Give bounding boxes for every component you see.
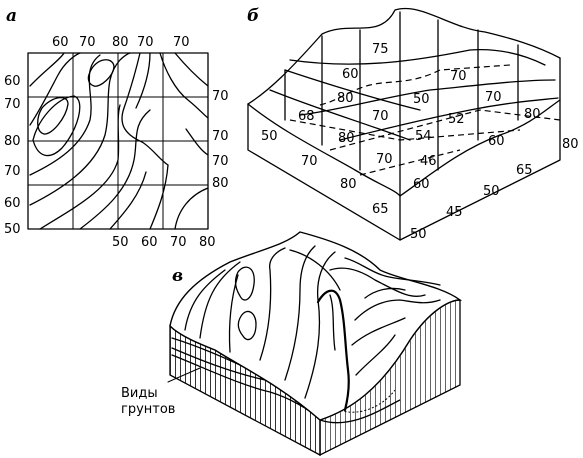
block-b-label: 60 <box>488 134 505 149</box>
block-b-label: 70 <box>376 152 393 167</box>
block-b-label: 65 <box>372 202 389 217</box>
map-left-label: 60 <box>4 196 21 211</box>
map-labels-bottom: 50 60 70 80 <box>112 235 216 250</box>
block-b-label: 52 <box>448 112 465 127</box>
map-top-label: 70 <box>137 35 154 50</box>
map-left-label: 50 <box>4 222 21 237</box>
block-b-label: 80 <box>340 177 357 192</box>
map-right-label: 70 <box>212 129 229 144</box>
map-left-label: 60 <box>4 74 21 89</box>
block-b-grid <box>269 11 559 197</box>
map-left-label: 80 <box>4 134 21 149</box>
block-b-label: 70 <box>372 109 389 124</box>
block-b-label: 68 <box>298 109 315 124</box>
panel-c: в <box>121 231 463 457</box>
block-c-top-surface <box>169 231 463 421</box>
panel-c-label: в <box>172 266 183 286</box>
block-b-side-label: 50 <box>410 227 427 242</box>
map-bottom-label: 50 <box>112 235 129 250</box>
block-b-side-label: 65 <box>516 163 533 178</box>
block-b-label: 60 <box>342 67 359 82</box>
soil-label-line-1: Виды <box>121 386 158 401</box>
block-b-label: 60 <box>413 177 430 192</box>
soil-label-line-2: грунтов <box>121 402 175 417</box>
block-b-label: 46 <box>420 154 437 169</box>
block-b-outline <box>247 7 561 241</box>
block-b-side-label: 45 <box>446 205 463 220</box>
block-b-label: 70 <box>450 69 467 84</box>
block-b-side-label: 50 <box>483 184 500 199</box>
block-b-labels: 75 60 70 50 70 80 70 52 68 80 54 80 50 6… <box>261 42 579 242</box>
block-b-label: 80 <box>337 91 354 106</box>
map-left-label: 70 <box>4 97 21 112</box>
map-top-label: 60 <box>52 35 69 50</box>
block-c-contours <box>184 245 441 412</box>
map-bottom-label: 70 <box>170 235 187 250</box>
soil-label-leader <box>167 367 201 383</box>
block-b-label: 75 <box>372 42 389 57</box>
map-bottom-label: 80 <box>199 235 216 250</box>
panel-b-label: б <box>247 6 259 26</box>
map-left-label: 70 <box>4 164 21 179</box>
map-grid <box>27 52 209 230</box>
map-right-label: 70 <box>212 89 229 104</box>
map-bottom-label: 60 <box>141 235 158 250</box>
block-b-label: 50 <box>261 129 278 144</box>
map-top-label: 80 <box>112 35 129 50</box>
map-contours <box>29 52 209 230</box>
map-labels-right: 70 70 70 80 <box>212 89 229 191</box>
map-labels-left: 60 70 80 70 60 50 <box>4 74 21 237</box>
map-labels-top: 60 70 80 70 70 <box>52 35 190 50</box>
panel-a: а 6 <box>4 6 229 250</box>
block-b-profile <box>289 64 561 176</box>
map-right-label: 70 <box>212 154 229 169</box>
panel-a-label: а <box>6 6 17 26</box>
block-b-label: 50 <box>413 92 430 107</box>
map-top-label: 70 <box>173 35 190 50</box>
block-b-label: 80 <box>524 107 541 122</box>
block-b-side-label: 80 <box>562 137 579 152</box>
map-top-label: 70 <box>79 35 96 50</box>
map-right-label: 80 <box>212 176 229 191</box>
block-b-label: 54 <box>415 129 432 144</box>
block-b-label: 70 <box>485 90 502 105</box>
panel-b: б <box>247 6 579 242</box>
block-b-label: 80 <box>338 131 355 146</box>
block-b-label: 70 <box>301 154 318 169</box>
